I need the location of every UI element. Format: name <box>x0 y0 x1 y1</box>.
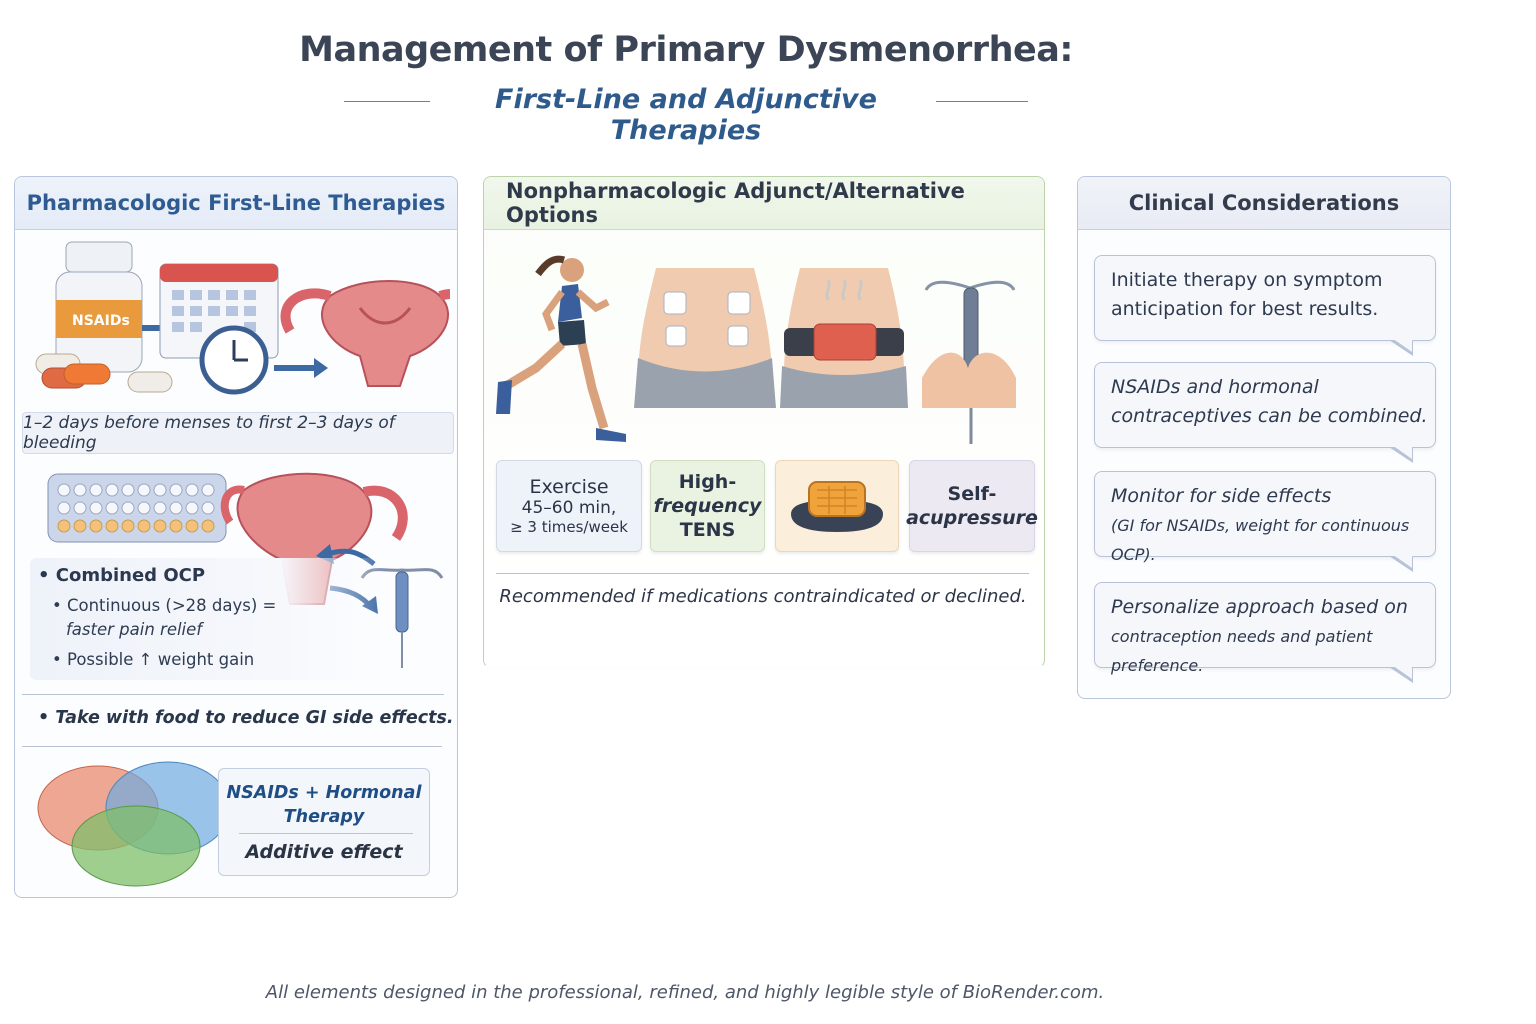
heat-belt-icon <box>780 268 908 408</box>
nsaid-bottle-icon: NSAIDs <box>55 241 143 373</box>
page-title: Management of Primary Dysmenorrhea: <box>299 30 1073 70</box>
clock-icon <box>199 325 269 395</box>
food-note: • Take with food to reduce GI side effec… <box>38 708 454 728</box>
combination-divider <box>239 833 413 834</box>
dosing-timing-banner: 1–2 days before menses to first 2–3 days… <box>22 412 454 454</box>
option-exercise: Exercise 45–60 min, ≥ 3 times/week <box>496 460 642 552</box>
tens-line1: High- <box>678 471 737 493</box>
consideration-text-3-wrap: Monitor for side effects (GI for NSAIDs,… <box>1111 482 1429 569</box>
exercise-title: Exercise <box>529 476 609 498</box>
bubble-tail-4 <box>1389 665 1413 683</box>
bottle-label: NSAIDs <box>72 313 130 329</box>
consideration-detail-3: (GI for NSAIDs, weight for continuous OC… <box>1111 516 1410 564</box>
subtitle-rule-right <box>936 101 1028 102</box>
page-subtitle: First-Line and Adjunctive Therapies <box>495 84 877 146</box>
subtitle-row: First-Line and Adjunctive Therapies <box>344 84 1028 146</box>
ocp-illustration <box>47 472 444 668</box>
ocp-info-box <box>30 558 386 680</box>
ocp-point-relief: faster pain relief <box>66 620 203 639</box>
uterus-icon <box>280 280 450 387</box>
consideration-bubble-4: Personalize approach based on contracept… <box>1094 582 1436 683</box>
bubble-tail-3 <box>1389 554 1413 572</box>
tens-line3: TENS <box>679 519 736 541</box>
venn-diagram-icon <box>37 761 231 887</box>
exercise-duration: 45–60 min, <box>521 498 617 518</box>
subtitle-rule-left <box>344 101 430 102</box>
pill-capsules-icon <box>35 353 173 393</box>
consideration-bubble: Initiate therapy on symptom anticipation… <box>1094 255 1436 356</box>
heat-pad-icon <box>791 481 883 532</box>
tens-line2: frequency <box>653 495 762 517</box>
option-heat-pad <box>775 460 899 552</box>
option-acupressure: Self- acupressure <box>906 460 1038 552</box>
consideration-text-4: Personalize approach based on <box>1111 596 1408 618</box>
pharmacologic-heading: Pharmacologic First-Line Therapies <box>15 177 457 230</box>
divider <box>22 694 444 695</box>
consideration-bubble-3: Monitor for side effects (GI for NSAIDs,… <box>1094 471 1436 572</box>
ocp-point-weight: • Possible ↑ weight gain <box>52 650 255 669</box>
consideration-text-3: Monitor for side effects <box>1111 485 1332 507</box>
recommendation-note: Recommended if medications contraindicat… <box>499 586 1027 607</box>
consideration-detail-4: contraception needs and patient preferen… <box>1111 627 1373 675</box>
acupressure-line1: Self- <box>947 483 997 505</box>
divider-2 <box>22 746 442 747</box>
bubble-tail <box>1389 338 1413 356</box>
combination-effect: Additive effect <box>245 841 403 863</box>
nonpharmacologic-panel: Nonpharmacologic Adjunct/Alternative Opt… <box>483 176 1045 668</box>
arrow-right-icon-2 <box>274 358 328 378</box>
acupressure-line2: acupressure <box>906 507 1038 529</box>
runner-icon <box>496 255 626 442</box>
ocp-point-continuous: • Continuous (>28 days) = <box>52 596 277 615</box>
nonpharm-illustrations <box>496 255 1016 444</box>
consideration-text-2: NSAIDs and hormonal contraceptives can b… <box>1111 376 1428 427</box>
consideration-text-4-wrap: Personalize approach based on contracept… <box>1111 593 1429 680</box>
pill-pack-icon <box>47 473 227 543</box>
nsaid-timing-illustration: NSAIDs <box>35 241 450 395</box>
consideration-text: Initiate therapy on symptom anticipation… <box>1111 269 1383 320</box>
ocp-heading: • Combined OCP <box>38 565 206 586</box>
bubble-tail-2 <box>1389 445 1413 463</box>
footer-note: All elements designed in the professiona… <box>265 982 1105 1003</box>
nonpharmacologic-heading: Nonpharmacologic Adjunct/Alternative Opt… <box>484 177 1044 230</box>
combination-card: NSAIDs + Hormonal Therapy Additive effec… <box>218 768 430 876</box>
acupressure-device-icon <box>922 280 1016 444</box>
exercise-frequency: ≥ 3 times/week <box>510 518 628 536</box>
combination-title: NSAIDs + Hormonal Therapy <box>226 783 422 827</box>
tens-abdomen-icon <box>634 268 776 408</box>
divider-3 <box>496 573 1029 574</box>
option-tens: High- frequency TENS <box>650 460 765 552</box>
uterus-icon-2 <box>220 472 408 605</box>
clinical-heading: Clinical Considerations <box>1078 177 1450 230</box>
consideration-bubble-2: NSAIDs and hormonal contraceptives can b… <box>1094 362 1436 463</box>
